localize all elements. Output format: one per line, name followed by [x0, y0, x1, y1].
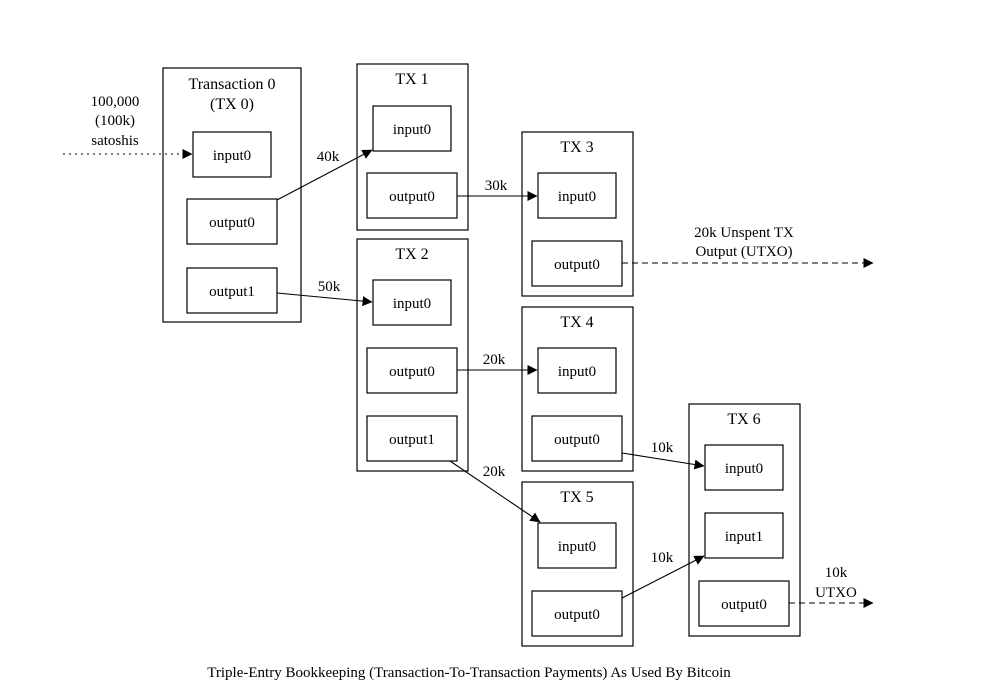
edge-tx5-to-tx6-label: 10k [651, 550, 674, 566]
tx4-output0-label: output0 [554, 432, 600, 448]
tx2-output1-label: output1 [389, 432, 435, 448]
tx3-title: TX 3 [560, 139, 593, 156]
edge-tx6-utxo-label-line-2: UTXO [815, 585, 857, 601]
tx0-input0-label: input0 [213, 148, 251, 164]
tx2-input0-label: input0 [393, 296, 431, 312]
edge-tx0-to-tx1 [276, 149, 373, 201]
tx3-output0-label: output0 [554, 257, 600, 273]
edge-tx6-utxo-label-line-1: 10k [825, 565, 848, 581]
tx0-title-line-1: Transaction 0 [189, 76, 276, 93]
tx4-title: TX 4 [560, 314, 593, 331]
source-label: 100,000 (100k) satoshis [91, 94, 140, 149]
tx4-input0-label: input0 [558, 364, 596, 380]
tx1-output0-label: output0 [389, 189, 435, 205]
tx1-box: TX 1 input0 output0 [356, 63, 469, 231]
tx5-output0-label: output0 [554, 607, 600, 623]
tx6-output0-label: output0 [721, 597, 767, 613]
tx0-output0-port: output0 [186, 198, 278, 245]
tx3-output0-port: output0 [531, 240, 623, 287]
source-line-2: (100k) [95, 113, 135, 129]
edge-tx1-to-tx3-label: 30k [485, 178, 508, 194]
tx4-output0-port: output0 [531, 415, 623, 462]
tx5-input0-port: input0 [537, 522, 617, 569]
tx3-box: TX 3 input0 output0 [521, 131, 634, 297]
tx2-input0-port: input0 [372, 279, 452, 326]
tx6-box: TX 6 input0 input1 output0 [688, 403, 801, 637]
tx5-title: TX 5 [560, 489, 593, 506]
tx5-output0-port: output0 [531, 590, 623, 637]
tx4-input0-port: input0 [537, 347, 617, 394]
edge-tx0-to-tx2-label: 50k [318, 279, 341, 295]
tx0-title-line-2: (TX 0) [210, 96, 254, 113]
edge-tx3-utxo-label-line-1: 20k Unspent TX [694, 225, 794, 241]
tx0-output0-label: output0 [209, 215, 255, 231]
tx1-output0-port: output0 [366, 172, 458, 219]
diagram-caption: Triple-Entry Bookkeeping (Transaction-To… [207, 665, 731, 681]
edge-tx0-to-tx2 [276, 292, 373, 307]
tx2-output0-port: output0 [366, 347, 458, 394]
tx2-output1-port: output1 [366, 415, 458, 462]
edge-tx0-to-tx1-label: 40k [317, 149, 340, 165]
edge-tx2-to-tx4-label: 20k [483, 352, 506, 368]
edge-tx3-utxo-label-line-2: Output (UTXO) [695, 244, 792, 260]
edge-tx4-to-tx6 [621, 452, 705, 470]
tx5-input0-label: input0 [558, 539, 596, 555]
edge-tx2-to-tx5-label: 20k [483, 464, 506, 480]
edge-tx2-to-tx5 [449, 460, 541, 523]
edge-tx4-to-tx6-label: 10k [651, 440, 674, 456]
tx6-input0-port: input0 [704, 444, 784, 491]
tx6-title: TX 6 [727, 411, 760, 428]
tx3-input0-label: input0 [558, 189, 596, 205]
source-line-3: satoshis [91, 133, 139, 149]
tx2-title: TX 2 [395, 246, 428, 263]
tx0-output1-label: output1 [209, 284, 255, 300]
tx4-box: TX 4 input0 output0 [521, 306, 634, 472]
tx3-input0-port: input0 [537, 172, 617, 219]
tx6-input1-label: input1 [725, 529, 763, 545]
tx6-input1-port: input1 [704, 512, 784, 559]
tx1-input0-label: input0 [393, 122, 431, 138]
source-line-1: 100,000 [91, 94, 140, 110]
tx1-input0-port: input0 [372, 105, 452, 152]
tx1-title: TX 1 [395, 71, 428, 88]
edge-tx5-to-tx6 [621, 555, 705, 599]
tx6-output0-port: output0 [698, 580, 790, 627]
tx2-box: TX 2 input0 output0 output1 [356, 238, 469, 472]
tx6-input0-label: input0 [725, 461, 763, 477]
tx2-output0-label: output0 [389, 364, 435, 380]
tx0-output1-port: output1 [186, 267, 278, 314]
tx5-box: TX 5 input0 output0 [521, 481, 634, 647]
tx0-input0-port: input0 [192, 131, 272, 178]
tx0-box: Transaction 0 (TX 0) input0 output0 outp… [162, 67, 302, 323]
